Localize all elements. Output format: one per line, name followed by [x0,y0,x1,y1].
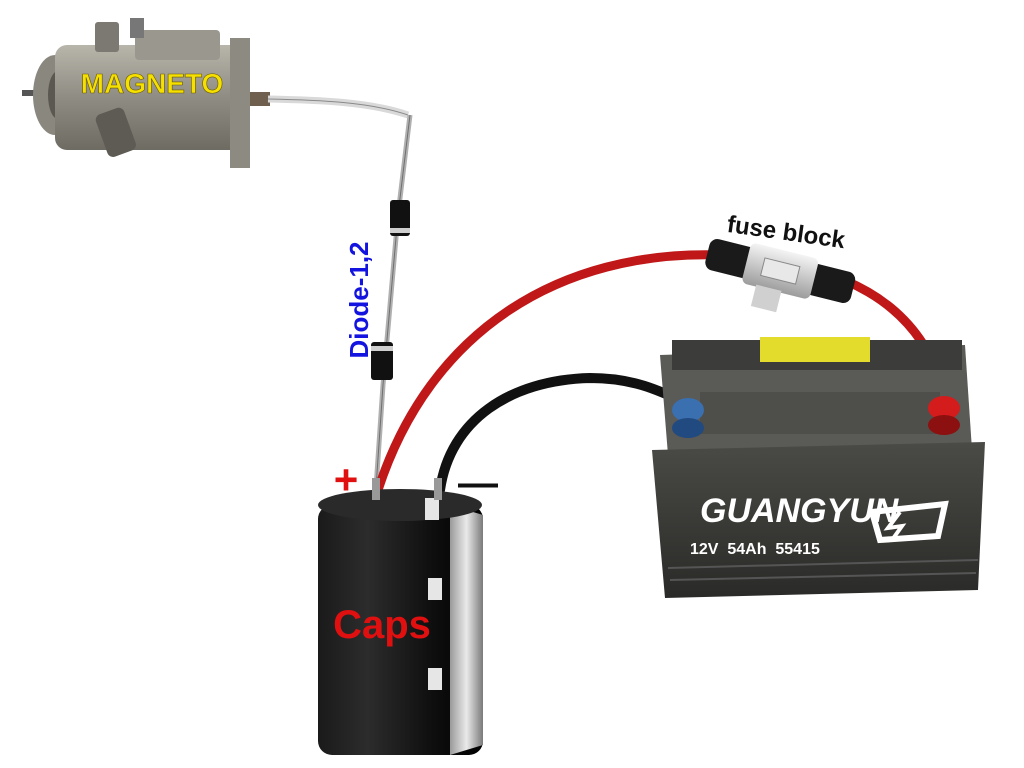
positive-wire [373,250,950,495]
battery [652,337,985,598]
magneto-label: MAGNETO [81,68,224,99]
plus-sign: + [334,456,359,503]
battery-logo [868,500,949,544]
battery-brand: GUANGYUN [700,492,900,530]
negative-wire [435,372,695,495]
positive-terminal [928,396,960,420]
capacitor [318,478,483,755]
minus-sign: — [458,461,498,505]
magneto [22,18,270,168]
negative-terminal [672,398,704,422]
diode-label: Diode-1,2 [344,241,374,358]
magneto-lead-wire [267,95,410,119]
caps-label: Caps [333,603,431,647]
battery-spec: 12V 54Ah 55415 [690,541,820,558]
diode-2 [371,342,393,380]
fuse-block [705,239,856,313]
diode-1 [390,200,410,236]
